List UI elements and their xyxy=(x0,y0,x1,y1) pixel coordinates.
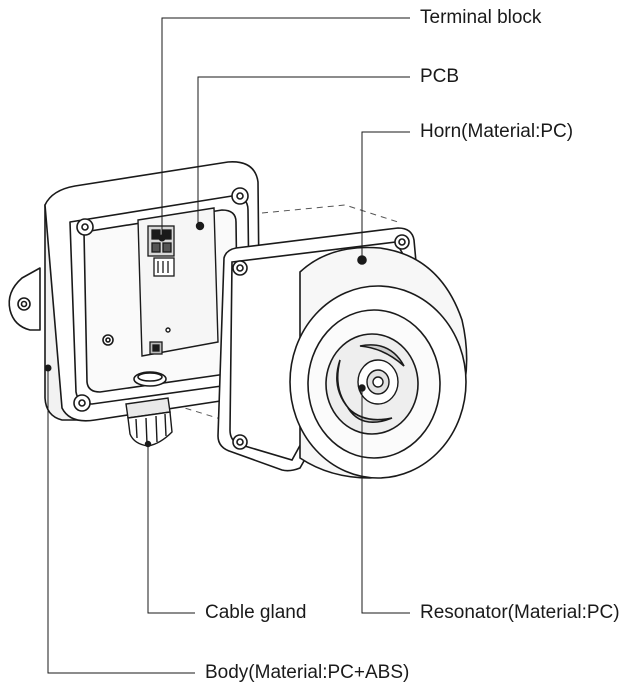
leader-horn xyxy=(361,131,410,260)
leader-cable-gland xyxy=(147,444,195,614)
leader-terminal-block xyxy=(161,17,410,238)
cable-gland xyxy=(125,397,173,448)
leader-lines xyxy=(47,17,410,674)
label-horn: Horn(Material:PC) xyxy=(420,121,574,142)
label-cable-gland: Cable gland xyxy=(205,602,307,623)
leader-body xyxy=(47,368,195,674)
terminal-block xyxy=(147,225,175,355)
leader-resonator xyxy=(361,388,410,614)
horn xyxy=(289,246,468,479)
label-pcb: PCB xyxy=(420,66,460,87)
label-terminal-block: Terminal block xyxy=(420,7,542,28)
resonator xyxy=(357,359,399,405)
leader-pcb xyxy=(197,76,410,226)
label-resonator: Resonator(Material:PC) xyxy=(420,602,620,623)
label-body: Body(Material:PC+ABS) xyxy=(205,662,410,683)
leader-dots xyxy=(44,234,166,372)
